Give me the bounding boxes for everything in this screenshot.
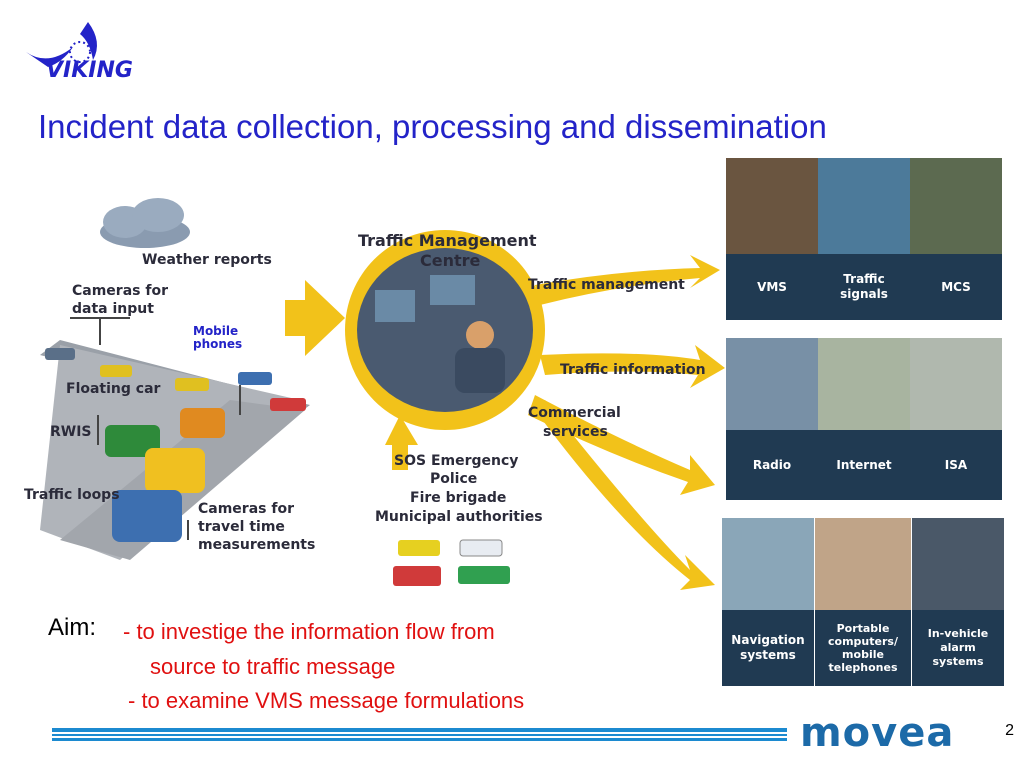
footer-lines bbox=[52, 728, 787, 741]
cameras-input-label-1: Cameras for bbox=[72, 283, 168, 299]
tile-label: Traffic bbox=[843, 272, 885, 286]
tile-label: Portable computers/ bbox=[828, 622, 898, 648]
tile-label: Internet bbox=[836, 457, 892, 472]
centre-label-2: Centre bbox=[420, 251, 481, 270]
weather-reports-label: Weather reports bbox=[142, 252, 272, 268]
aim-line-2: source to traffic message bbox=[150, 654, 396, 679]
output-tile-internet: Internet bbox=[818, 338, 910, 500]
emergency-label-3: Fire brigade bbox=[410, 490, 507, 506]
output-tile-radio: Radio bbox=[726, 338, 818, 500]
viking-logo: VIKING bbox=[18, 12, 148, 92]
emergency-label-1: SOS Emergency bbox=[394, 453, 519, 469]
viking-ship-icon bbox=[26, 22, 97, 67]
navigation-photo bbox=[722, 518, 814, 610]
cameras-input-label-2: data input bbox=[72, 301, 154, 317]
cameras-travel-label-2: travel time bbox=[198, 519, 285, 535]
output-tile-portable: Portable computers/mobile telephones bbox=[815, 518, 911, 686]
traffic-management-label: Traffic management bbox=[528, 277, 685, 293]
output-tile-mcs: MCS bbox=[910, 158, 1002, 320]
emergency-label-4: Municipal authorities bbox=[375, 509, 543, 525]
in-vehicle-photo bbox=[912, 518, 1004, 610]
page-title: Incident data collection, processing and… bbox=[38, 108, 827, 145]
traffic-signals-photo bbox=[818, 158, 910, 254]
tile-label: MCS bbox=[941, 279, 971, 294]
isa-photo bbox=[910, 338, 1002, 430]
logo-text: VIKING bbox=[46, 58, 133, 83]
page-number: 2 bbox=[1005, 722, 1014, 739]
portable-photo bbox=[815, 518, 911, 610]
emergency-label-2: Police bbox=[430, 471, 478, 487]
cloud-icon bbox=[100, 198, 190, 248]
traffic-information-label: Traffic information bbox=[560, 362, 706, 378]
internet-photo bbox=[818, 338, 910, 430]
emergency-vehicle-icons bbox=[393, 539, 510, 586]
tile-label: signals bbox=[840, 287, 888, 301]
vms-photo bbox=[726, 158, 818, 254]
output-tile-vms: VMS bbox=[726, 158, 818, 320]
aim-line-1: - to investige the information flow from bbox=[123, 619, 495, 644]
tile-label: VMS bbox=[757, 279, 787, 294]
mobile-phones-label-2: phones bbox=[193, 337, 243, 351]
mobile-phones-label-1: Mobile bbox=[193, 324, 239, 338]
cameras-travel-label-1: Cameras for bbox=[198, 501, 294, 517]
output-tile-isa: ISA bbox=[910, 338, 1002, 500]
cameras-travel-label-3: measurements bbox=[198, 537, 316, 553]
aim-line-3: - to examine VMS message formulations bbox=[128, 688, 525, 713]
commercial-label-2: services bbox=[543, 424, 608, 440]
commercial-label-1: Commercial bbox=[528, 405, 621, 421]
arrow-in-icon bbox=[285, 280, 345, 356]
aim-label: Aim: bbox=[48, 614, 96, 641]
pole-icons bbox=[70, 317, 241, 540]
floating-car-label: Floating car bbox=[66, 381, 161, 397]
rwis-label: RWIS bbox=[50, 424, 92, 440]
movea-logo: movea bbox=[800, 710, 955, 756]
arrow-out-icons bbox=[528, 255, 725, 590]
traffic-loops-label: Traffic loops bbox=[24, 487, 120, 503]
centre-label-1: Traffic Management bbox=[358, 231, 537, 250]
tile-label: mobile telephones bbox=[828, 648, 898, 674]
car-icons bbox=[45, 348, 306, 542]
tile-label: In-vehicle alarm bbox=[927, 627, 989, 654]
mcs-photo bbox=[910, 158, 1002, 254]
tile-label: systems bbox=[932, 655, 984, 668]
tile-label: Navigation bbox=[731, 633, 805, 647]
tile-label: systems bbox=[740, 648, 796, 662]
radio-photo bbox=[726, 338, 818, 430]
tile-label: ISA bbox=[944, 457, 968, 472]
tile-label: Radio bbox=[752, 457, 792, 472]
arrow-up-icon bbox=[385, 415, 418, 470]
